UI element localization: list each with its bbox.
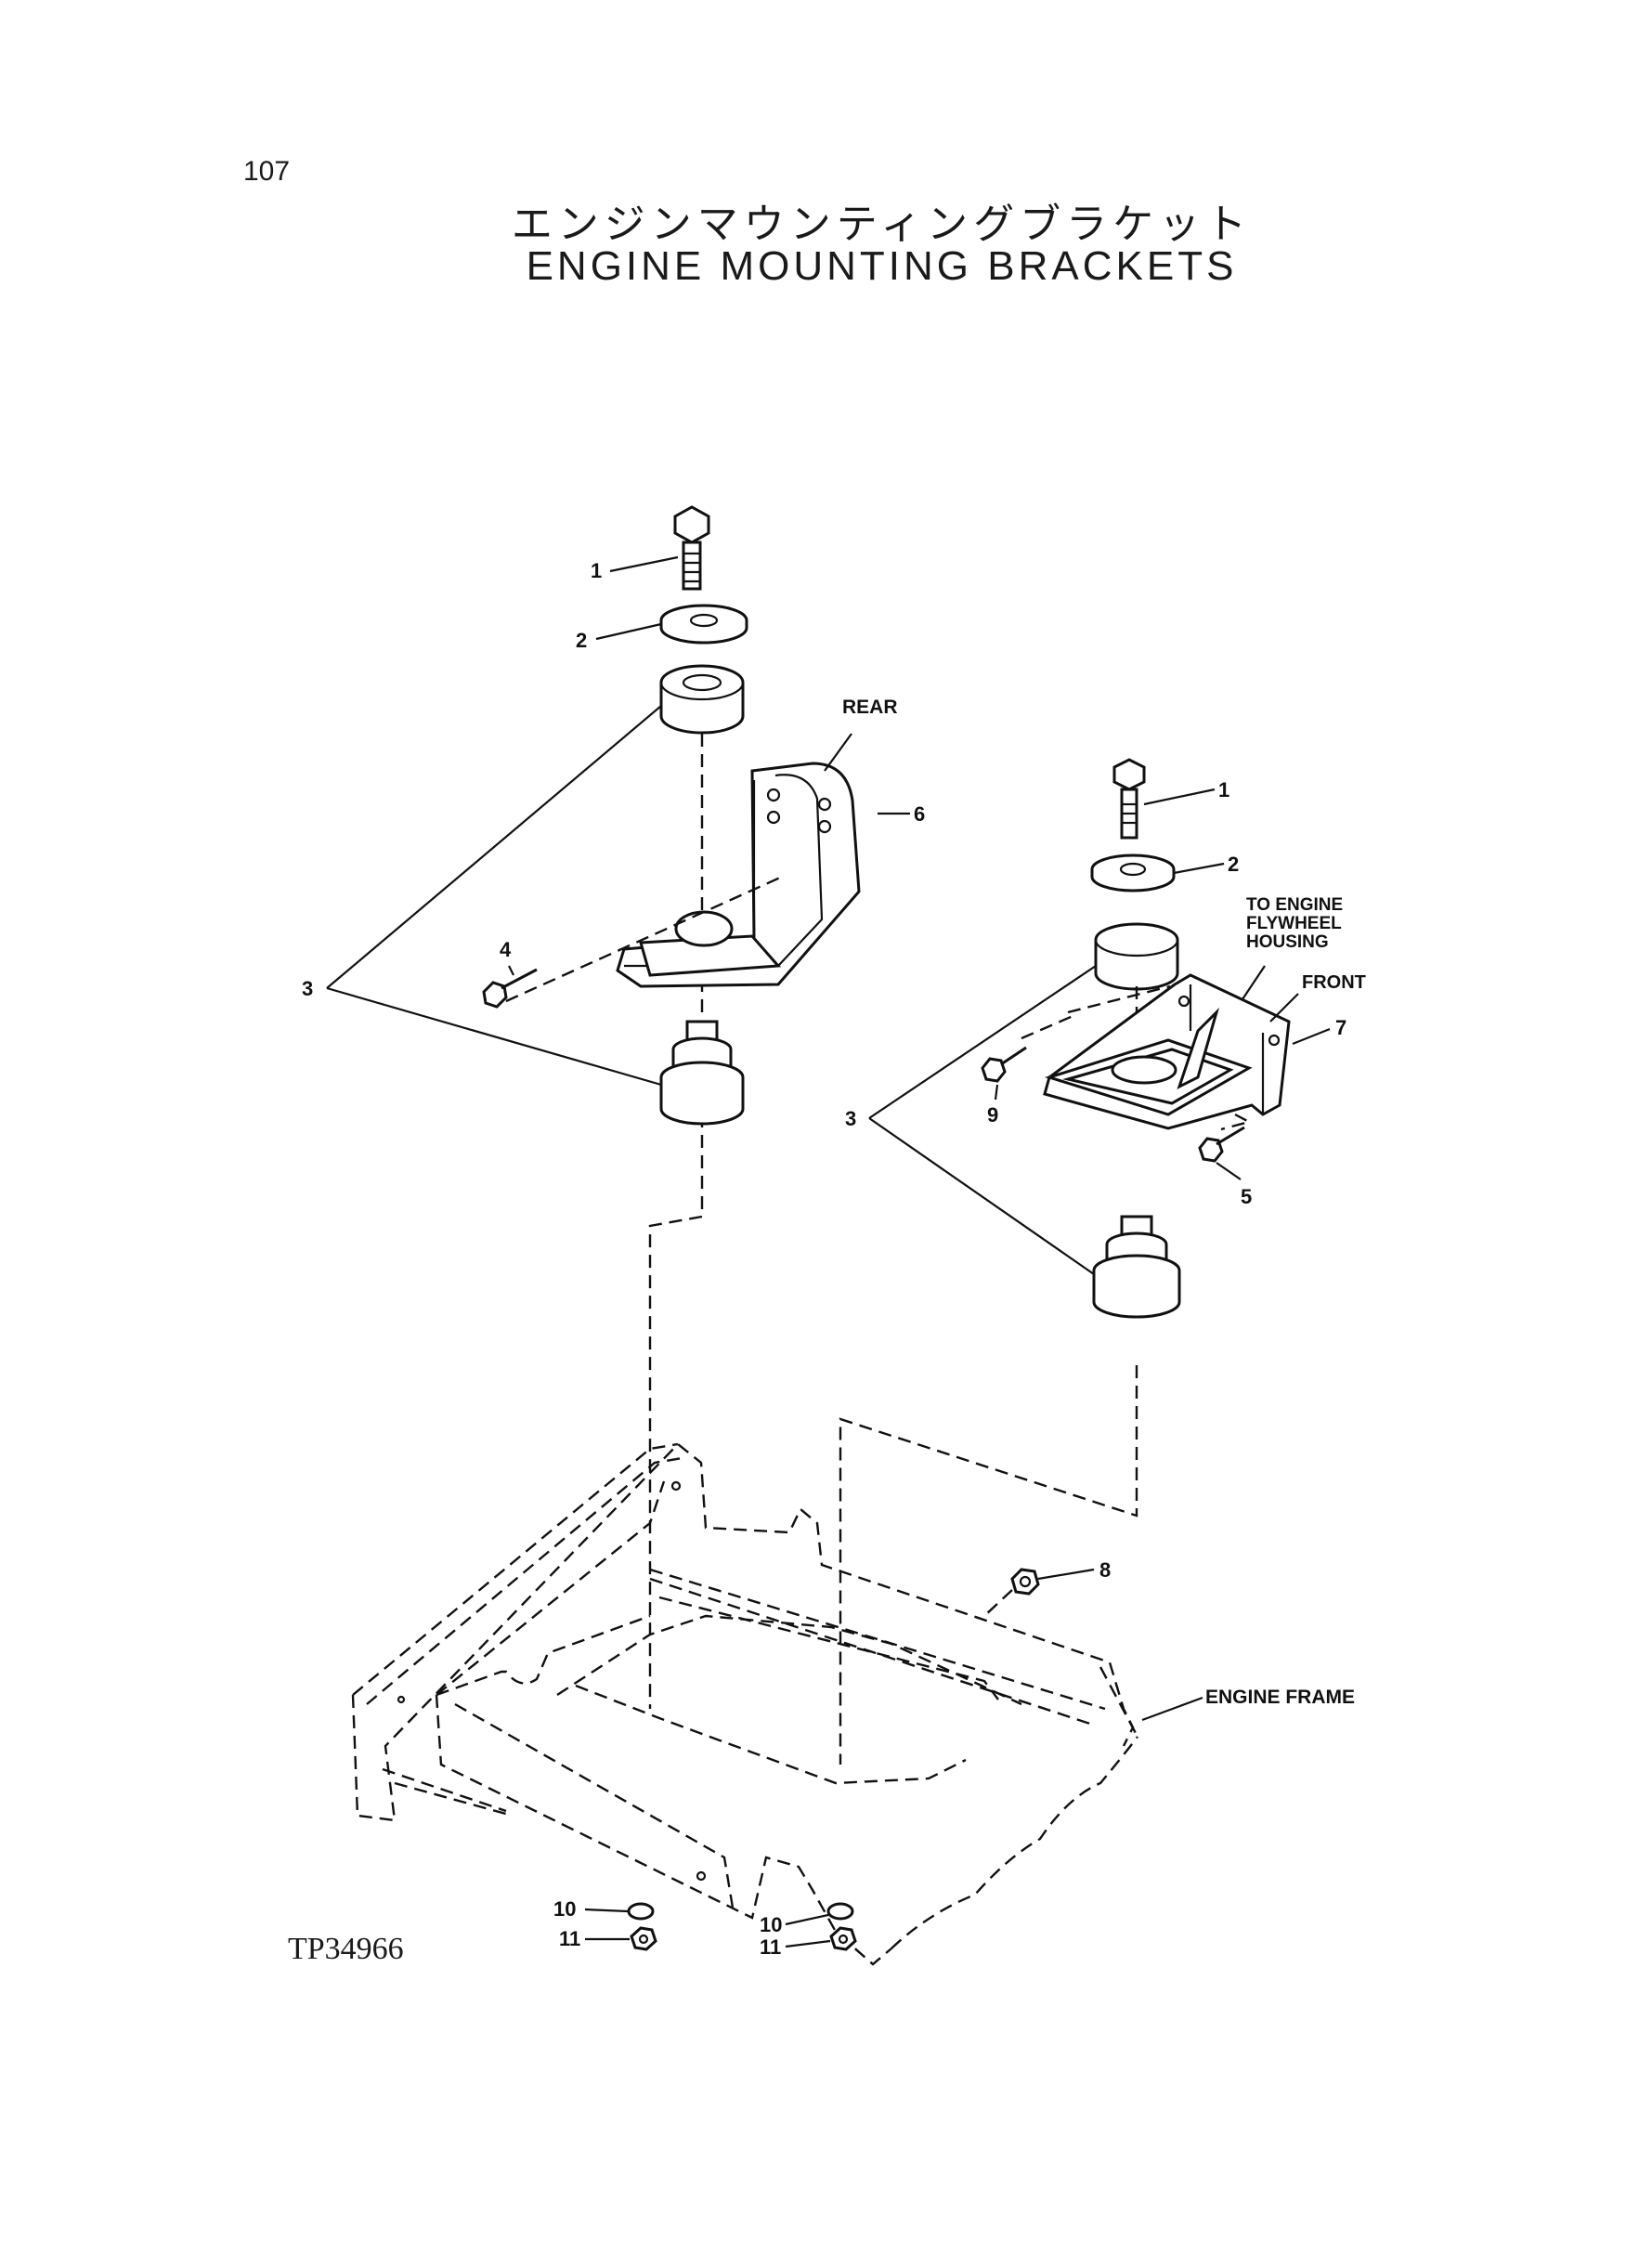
rear-bolt-part [673,505,710,591]
front-bolt-5-part [1198,1126,1245,1163]
title-english: ENGINE MOUNTING BRACKETS [526,243,1238,289]
label-to-engine-line3: HOUSING [1246,932,1329,952]
label-to-engine-line2: FLYWHEEL [1246,914,1342,933]
label-rear: REAR [842,697,898,718]
drawing-code: TP34966 [288,1932,404,1966]
callout-nut-right: 11 [760,1935,781,1959]
callout-front-bolt-5: 5 [1241,1185,1252,1208]
rear-upper-rubber-mount [659,664,745,735]
rear-bracket-part [616,762,861,988]
rear-washer-part [659,604,748,645]
front-bolt-9-part [981,1046,1027,1083]
washer-nut-left [584,1902,657,1951]
page-number: 107 [243,156,291,187]
callout-rear-washer: 2 [576,629,587,652]
label-engine-frame: ENGINE FRAME [1205,1687,1355,1708]
callout-rear-mount: 3 [302,977,313,1000]
callout-front-washer: 2 [1228,853,1239,876]
callout-washer-left: 10 [553,1897,576,1921]
callout-washer-right: 10 [760,1913,782,1936]
front-bolt-part [1112,758,1146,840]
engine-frame-outline [351,1442,1139,1966]
callout-rear-bolt: 1 [591,559,602,582]
label-front: FRONT [1302,972,1366,993]
title-japanese: エンジンマウンティングブラケット [511,201,1253,248]
washer-nut-right [785,1902,857,1951]
rear-small-bolt-part [482,968,538,1009]
front-lower-rubber-mount [1092,1215,1181,1319]
callout-front-mount: 3 [845,1107,856,1130]
callout-front-bolt: 1 [1218,778,1229,801]
callout-rear-bracket: 6 [914,802,925,826]
callout-nut-left: 11 [559,1927,580,1950]
callout-front-bolt-9: 9 [987,1103,998,1127]
front-washer-part [1090,853,1176,892]
callout-rear-small-bolt: 4 [500,938,512,961]
frame-nut-part [983,1568,1095,1617]
callout-frame-nut: 8 [1099,1558,1111,1582]
rear-lower-rubber-mount [659,1020,745,1126]
front-upper-rubber-mount [1094,922,1179,991]
label-to-engine-line1: TO ENGINE [1246,895,1343,915]
front-bracket-part [1043,973,1291,1130]
callout-front-bracket: 7 [1335,1016,1346,1039]
